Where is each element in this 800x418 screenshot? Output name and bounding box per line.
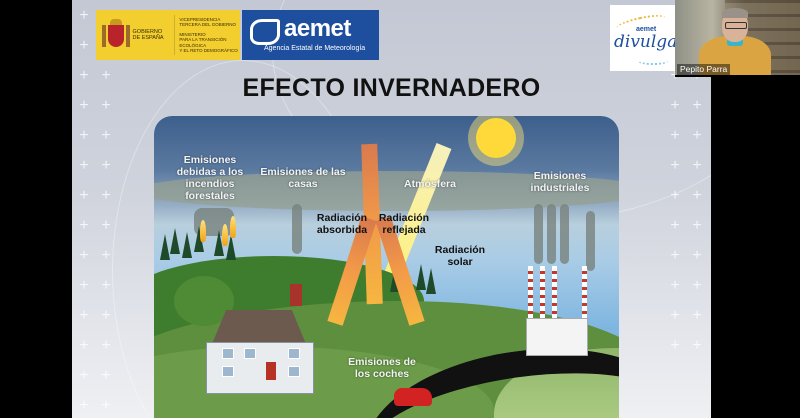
house	[202, 310, 314, 394]
house-smoke	[292, 204, 302, 254]
aemet-mark-icon	[250, 19, 280, 45]
label-car-emissions: Emisiones de los coches	[348, 356, 416, 380]
hair	[722, 8, 748, 18]
factory-smoke	[534, 204, 543, 264]
participant-video-tile[interactable]: Pepito Parra	[675, 0, 800, 77]
factory-smoke	[560, 204, 569, 264]
government-logo: GOBIERNO DE ESPAÑA VICEPRESIDENCIA TERCE…	[96, 10, 240, 60]
presentation-slide: ++ ++ ++ ++ ++ ++ ++ ++ ++ ++ ++ ++ ++ +…	[72, 0, 711, 418]
aemet-wordmark: aemet	[284, 15, 351, 42]
chimney	[290, 284, 302, 306]
coat-of-arms-icon	[102, 17, 130, 53]
label-house-emissions: Emisiones de las casas	[260, 166, 346, 190]
factory	[522, 266, 594, 356]
label-forest-fires: Emisiones debidas a los incendios forest…	[176, 154, 244, 202]
slide-title: EFECTO INVERNADERO	[242, 74, 541, 102]
label-atmosphere: Atmósfera	[404, 178, 456, 190]
label-industrial-emissions: Emisiones industriales	[530, 170, 590, 194]
left-plus-grid: ++ ++ ++ ++ ++ ++ ++ ++ ++ ++ ++ ++ ++ +…	[79, 7, 111, 414]
aemet-divulga-logo: aemet divulga	[610, 5, 678, 71]
participant-name-label: Pepito Parra	[677, 64, 731, 75]
glasses	[725, 22, 747, 29]
label-reflected-radiation: Radiación reflejada	[378, 212, 430, 236]
label-solar-radiation: Radiación solar	[434, 244, 486, 268]
divulga-text: divulga	[614, 32, 678, 52]
factory-smoke	[586, 211, 595, 271]
aemet-logo: aemet Agencia Estatal de Meteorología	[242, 10, 379, 60]
scarf	[727, 38, 743, 46]
government-name: GOBIERNO DE ESPAÑA	[132, 29, 164, 41]
sun-icon	[476, 118, 516, 158]
factory-smoke	[547, 204, 556, 264]
greenhouse-effect-diagram: Emisiones debidas a los incendios forest…	[154, 116, 619, 418]
ministry-text: VICEPRESIDENCIA TERCERA DEL GOBIERNO MIN…	[179, 16, 238, 54]
aemet-subtitle: Agencia Estatal de Meteorología	[264, 45, 366, 52]
label-absorbed-radiation: Radiación absorbida	[316, 212, 368, 236]
car	[394, 388, 432, 406]
divulga-small-text: aemet	[636, 26, 657, 33]
